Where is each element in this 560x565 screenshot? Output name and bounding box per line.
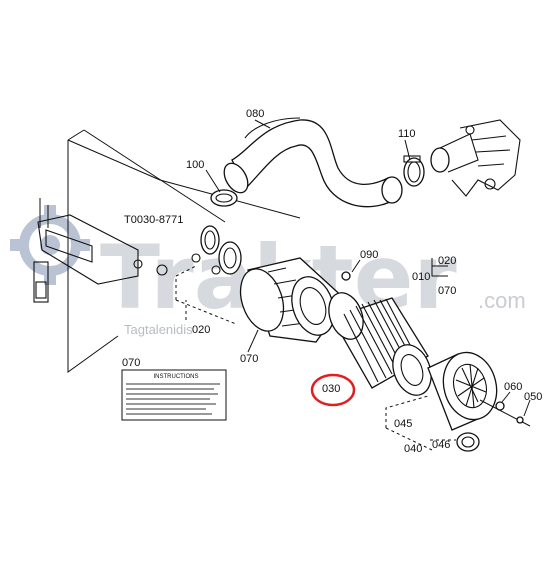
label-100: 100 bbox=[186, 159, 204, 171]
clamp-020-left bbox=[191, 225, 242, 275]
label-010: 010 bbox=[412, 271, 430, 283]
label-ref: T0030-8771 bbox=[124, 214, 183, 226]
clamp-100 bbox=[210, 189, 238, 207]
label-090: 090 bbox=[360, 249, 378, 261]
label-070-right: 070 bbox=[438, 285, 456, 297]
label-020-left: 020 bbox=[192, 324, 210, 336]
filter-element-030 bbox=[328, 292, 432, 396]
label-020-right: 020 bbox=[438, 255, 456, 267]
engine-outline bbox=[451, 119, 521, 197]
end-cover-040 bbox=[427, 351, 498, 452]
instructions-title: INSTRUCTIONS bbox=[154, 374, 199, 380]
clamp-110 bbox=[403, 133, 479, 187]
label-060: 060 bbox=[504, 381, 522, 393]
label-050: 050 bbox=[524, 391, 542, 403]
instruction-label: 070 INSTRUCTIONS bbox=[121, 357, 227, 421]
label-040: 040 bbox=[404, 443, 422, 455]
label-080: 080 bbox=[246, 108, 264, 120]
watermark-domain: .com bbox=[478, 288, 526, 313]
label-070-mid: 070 bbox=[240, 353, 258, 365]
label-046: 046 bbox=[432, 439, 450, 451]
label-030: 030 bbox=[322, 383, 340, 395]
hose-080 bbox=[223, 117, 403, 208]
label-070-box: 070 bbox=[122, 357, 140, 369]
instructions-body bbox=[126, 383, 220, 415]
leader-lines bbox=[175, 119, 531, 451]
wing-nut-060 bbox=[479, 399, 531, 427]
mounting-bracket bbox=[33, 198, 168, 303]
label-110: 110 bbox=[398, 128, 416, 140]
gear-icon bbox=[10, 205, 90, 285]
watermark-tagline: Tagtalenidis bbox=[124, 322, 193, 337]
label-045: 045 bbox=[394, 418, 412, 430]
highlight-ring bbox=[310, 373, 356, 407]
air-cleaner-housing bbox=[239, 257, 351, 343]
